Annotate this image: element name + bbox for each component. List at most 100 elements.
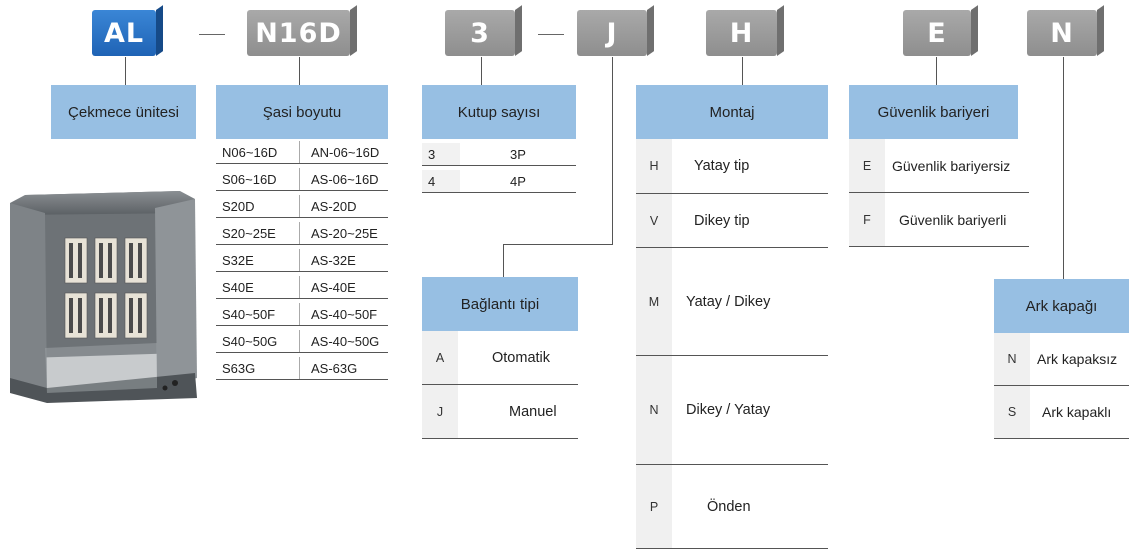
table-row: M Yatay / Dikey	[636, 248, 828, 356]
code-text: N16D	[255, 17, 342, 49]
frame-model: AS-40~50F	[299, 303, 388, 325]
pole-code: 4	[422, 170, 460, 192]
arc-label: Ark kapaklı	[1042, 404, 1112, 420]
drawout-header: Çekmece ünitesi	[51, 85, 196, 139]
arc-code: N	[994, 333, 1030, 385]
frame-model: AS-32E	[299, 249, 388, 271]
connection-code: A	[422, 331, 458, 384]
frame-code: N06~16D	[222, 144, 278, 160]
mounting-table: H Yatay tip V Dikey tip M Yatay / Dikey N Di…	[636, 139, 828, 550]
table-row: 4 4P	[422, 170, 576, 193]
code-text: AL	[103, 17, 145, 49]
pole-code: 3	[422, 143, 460, 165]
safety-code: E	[849, 139, 885, 192]
table-row: E Güvenlik bariyersiz	[849, 139, 1029, 193]
table-row: S40~50F AS-40~50F	[216, 303, 388, 326]
frame-code: S40E	[222, 279, 254, 295]
frame-header: Şasi boyutu	[216, 85, 388, 139]
mounting-code: H	[636, 139, 672, 193]
connector-line	[125, 57, 126, 85]
frame-code: S06~16D	[222, 171, 277, 187]
connector-line	[936, 57, 937, 85]
mounting-header: Montaj	[636, 85, 828, 139]
frame-table: N06~16D AN-06~16D S06~16D AS-06~16D S20D AS…	[216, 141, 388, 390]
table-row: S06~16D AS-06~16D	[216, 168, 388, 191]
safety-header: Güvenlik bariyeri	[849, 85, 1018, 139]
separator-dash	[538, 34, 564, 35]
code-text: J	[606, 17, 618, 49]
mounting-code: N	[636, 356, 672, 464]
mounting-code: V	[636, 194, 672, 247]
code-box-mounting: H	[706, 10, 777, 56]
code-text: E	[927, 17, 947, 49]
table-row: F Güvenlik bariyerli	[849, 193, 1029, 247]
pole-label: 4P	[510, 173, 526, 189]
frame-model: AS-40~50G	[299, 330, 388, 352]
code-box-connection: J	[577, 10, 647, 56]
safety-table: E Güvenlik bariyersiz F Güvenlik bariyerli	[849, 139, 1029, 249]
frame-model: AS-06~16D	[299, 168, 388, 190]
table-row: S40E AS-40E	[216, 276, 388, 299]
table-row: S32E AS-32E	[216, 249, 388, 272]
code-box-frame: N16D	[247, 10, 350, 56]
mounting-label: Yatay / Dikey	[686, 293, 771, 310]
table-row: S20~25E AS-20~25E	[216, 222, 388, 245]
mounting-label: Yatay tip	[694, 158, 750, 174]
mounting-code: M	[636, 248, 672, 355]
frame-code: S40~50G	[222, 333, 278, 349]
safety-code: F	[849, 193, 885, 246]
connector-line	[503, 244, 613, 245]
safety-label: Güvenlik bariyersiz	[892, 157, 1011, 174]
connector-line	[612, 57, 613, 244]
code-text: N	[1050, 17, 1074, 49]
mounting-label: Dikey / Yatay	[686, 402, 771, 418]
separator-dash	[199, 34, 225, 35]
arc-header: Ark kapağı	[994, 279, 1129, 333]
frame-model: AS-63G	[299, 357, 388, 379]
connector-line	[481, 57, 482, 85]
frame-code: S20D	[222, 198, 255, 214]
connector-line	[503, 244, 504, 277]
connector-line	[299, 57, 300, 85]
code-box-safety: E	[903, 10, 971, 56]
connection-label: Manuel	[509, 403, 557, 420]
frame-code: S40~50F	[222, 306, 276, 322]
code-box-poles: 3	[445, 10, 515, 56]
mounting-label: Dikey tip	[694, 212, 750, 229]
table-row: 3 3P	[422, 143, 576, 166]
mounting-code: P	[636, 465, 672, 548]
poles-header: Kutup sayısı	[422, 85, 576, 139]
table-row: S20D AS-20D	[216, 195, 388, 218]
table-row: J Manuel	[422, 385, 578, 439]
table-row: A Otomatik	[422, 331, 578, 385]
frame-code: S63G	[222, 360, 256, 376]
table-row: N Dikey / Yatay	[636, 356, 828, 465]
table-row: N06~16D AN-06~16D	[216, 141, 388, 164]
code-box-arc: N	[1027, 10, 1097, 56]
connection-label: Otomatik	[492, 349, 551, 366]
frame-model: AS-20D	[299, 195, 388, 217]
frame-model: AS-40E	[299, 276, 388, 298]
table-row: H Yatay tip	[636, 139, 828, 194]
connection-header: Bağlantı tipi	[422, 277, 578, 331]
pole-label: 3P	[510, 146, 526, 162]
frame-code: S20~25E	[222, 225, 276, 241]
drawout-cradle-image	[10, 191, 197, 403]
table-row: V Dikey tip	[636, 194, 828, 248]
code-box-drawout: AL	[92, 10, 156, 56]
poles-table: 3 3P 4 4P	[422, 141, 576, 197]
connector-line	[1063, 57, 1064, 279]
connection-code: J	[422, 385, 458, 438]
safety-label: Güvenlik bariyerli	[899, 211, 1007, 228]
frame-model: AN-06~16D	[299, 141, 388, 163]
code-text: H	[729, 17, 754, 49]
frame-model: AS-20~25E	[299, 222, 388, 244]
connector-line	[742, 57, 743, 85]
table-row: S63G AS-63G	[216, 357, 388, 380]
frame-code: S32E	[222, 252, 254, 268]
code-text: 3	[470, 17, 490, 49]
